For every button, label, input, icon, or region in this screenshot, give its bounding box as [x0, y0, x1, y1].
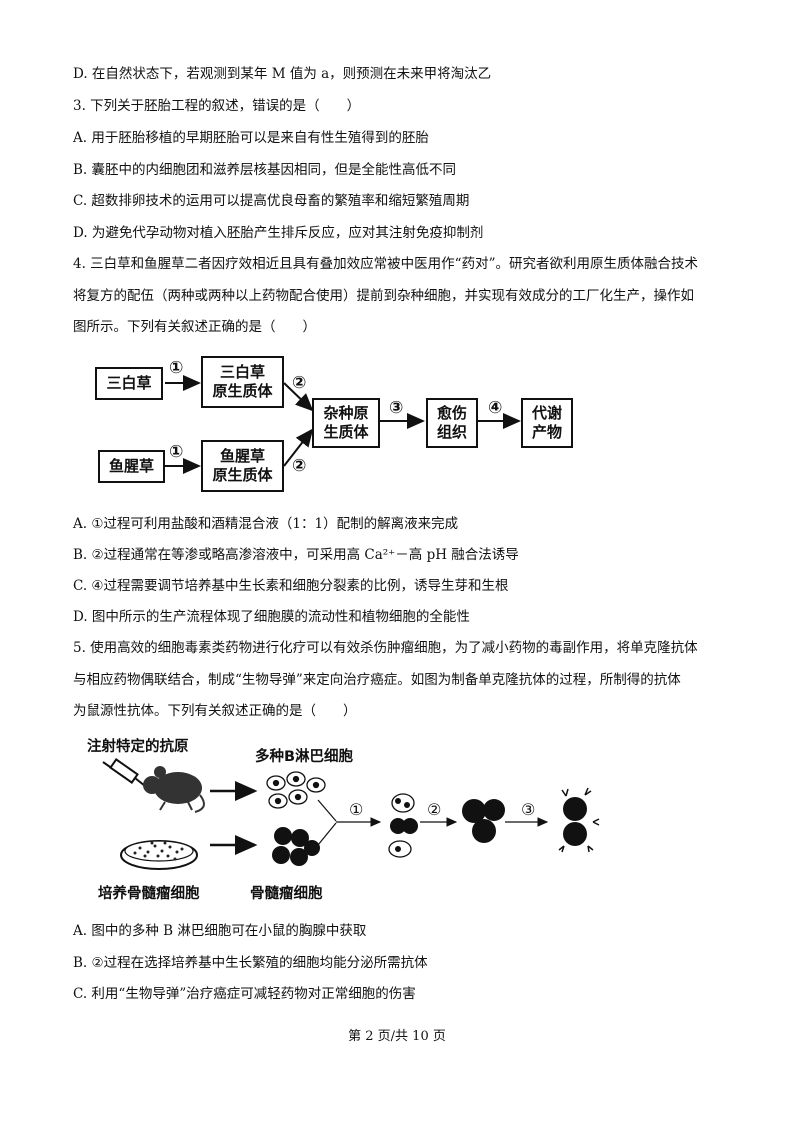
box-sanbaicao: 三白草	[95, 367, 163, 400]
q3-option-a: A. 用于胚胎移植的早期胚胎可以是来自有性生殖得到的胚胎	[73, 130, 429, 146]
step-3: ③	[389, 398, 404, 418]
q4-option-d: D. 图中所示的生产流程体现了细胞膜的流动性和植物细胞的全能性	[73, 609, 470, 625]
box-yuxingcao-protoplast-line1: 鱼腥草	[219, 447, 265, 465]
step-1-top: ①	[169, 358, 184, 378]
box-hybrid-line1: 杂种原	[323, 404, 369, 422]
step-4: ④	[488, 398, 503, 418]
caption-b-cells: 多种B淋巴细胞	[255, 749, 354, 765]
q4-option-b: B. ②过程通常在等渗或略高渗溶液中，可采用高 Ca²⁺－高 pH 融合法诱导	[73, 547, 519, 563]
q4-option-a: A. ①过程可利用盐酸和酒精混合液（1：1）配制的解离液来完成	[73, 516, 459, 532]
box-yuxingcao-protoplast-line2: 原生质体	[212, 466, 273, 484]
q4-stem-1: 4. 三白草和鱼腥草二者因疗效相近且具有叠加效应常被中医用作“药对”。研究者欲利…	[73, 256, 698, 272]
petri-dish-icon	[120, 840, 198, 870]
box-yuxingcao-label: 鱼腥草	[108, 457, 154, 475]
fig-step-3: ③	[521, 800, 536, 819]
box-callus-line1: 愈伤	[436, 404, 467, 422]
q4-stem-2: 将复方的配伍（两种或两种以上药物配合使用）提前到杂种细胞，并实现有效成分的工厂化…	[73, 288, 694, 304]
box-hybrid-protoplast: 杂种原 生质体	[312, 398, 380, 448]
q4-stem-3: 图所示。下列有关叙述正确的是（ ）	[73, 319, 316, 335]
box-callus-line2: 组织	[436, 423, 467, 441]
q5-option-a: A. 图中的多种 B 淋巴细胞可在小鼠的胸腺中获取	[73, 923, 367, 939]
q5-option-b: B. ②过程在选择培养基中生长繁殖的细胞均能分泌所需抗体	[73, 955, 428, 971]
fusion-mixture-cells	[388, 793, 418, 858]
box-sanbaicao-label: 三白草	[106, 374, 152, 392]
q5-option-c: C. 利用“生物导弹”治疗癌症可减轻药物对正常细胞的伤害	[73, 986, 416, 1002]
hybridoma-cells	[462, 799, 505, 843]
q2-option-d: D. 在自然状态下，若观测到某年 M 值为 a，则预测在未来甲将淘汰乙	[73, 66, 492, 82]
fig-step-2: ②	[427, 800, 442, 819]
syringe-icon	[102, 758, 151, 791]
q4-option-c: C. ④过程需要调节培养基中生长素和细胞分裂素的比例，诱导生芽和生根	[73, 578, 509, 594]
box-yuxingcao-protoplast: 鱼腥草 原生质体	[201, 440, 284, 492]
box-metabolite-line1: 代谢	[531, 404, 562, 422]
antibody-secreting-cells	[558, 787, 600, 853]
step-2-bottom: ②	[292, 456, 307, 476]
box-yuxingcao: 鱼腥草	[98, 450, 165, 483]
q5-stem-1: 5. 使用高效的细胞毒素类药物进行化疗可以有效杀伤肿瘤细胞，为了减小药物的毒副作…	[73, 640, 698, 656]
myeloma-cells	[272, 827, 320, 866]
box-callus: 愈伤 组织	[426, 398, 478, 448]
box-sanbaicao-protoplast-line1: 三白草	[219, 363, 265, 381]
caption-inject-antigen: 注射特定的抗原	[87, 739, 189, 755]
caption-myeloma: 骨髓瘤细胞	[250, 886, 323, 902]
mouse-icon	[143, 766, 205, 813]
caption-culture-myeloma: 培养骨髓瘤细胞	[98, 886, 200, 902]
page-footer: 第 2 页/共 10 页	[348, 1029, 446, 1044]
fig-step-1: ①	[349, 800, 364, 819]
q3-option-b: B. 囊胚中的内细胞团和滋养层核基因相同，但是全能性高低不同	[73, 162, 457, 178]
step-2-top: ②	[292, 373, 307, 393]
q3-option-c: C. 超数排卵技术的运用可以提高优良母畜的繁殖率和缩短繁殖周期	[73, 193, 470, 209]
b-lymphocyte-cells	[266, 771, 326, 809]
q5-stem-2: 与相应药物偶联结合，制成“生物导弹”来定向治疗癌症。如图为制备单克隆抗体的过程，…	[73, 672, 681, 688]
q3-option-d: D. 为避免代孕动物对植入胚胎产生排斥反应，应对其注射免疫抑制剂	[73, 225, 484, 241]
box-sanbaicao-protoplast: 三白草 原生质体	[201, 356, 284, 408]
step-1-bottom: ①	[169, 442, 184, 462]
q3-stem: 3. 下列关于胚胎工程的叙述，错误的是（ ）	[73, 98, 361, 114]
box-metabolite: 代谢 产物	[521, 398, 573, 448]
box-hybrid-line2: 生质体	[323, 423, 369, 441]
box-metabolite-line2: 产物	[531, 423, 562, 441]
q5-stem-3: 为鼠源性抗体。下列有关叙述正确的是（ ）	[73, 703, 357, 719]
box-sanbaicao-protoplast-line2: 原生质体	[212, 382, 273, 400]
